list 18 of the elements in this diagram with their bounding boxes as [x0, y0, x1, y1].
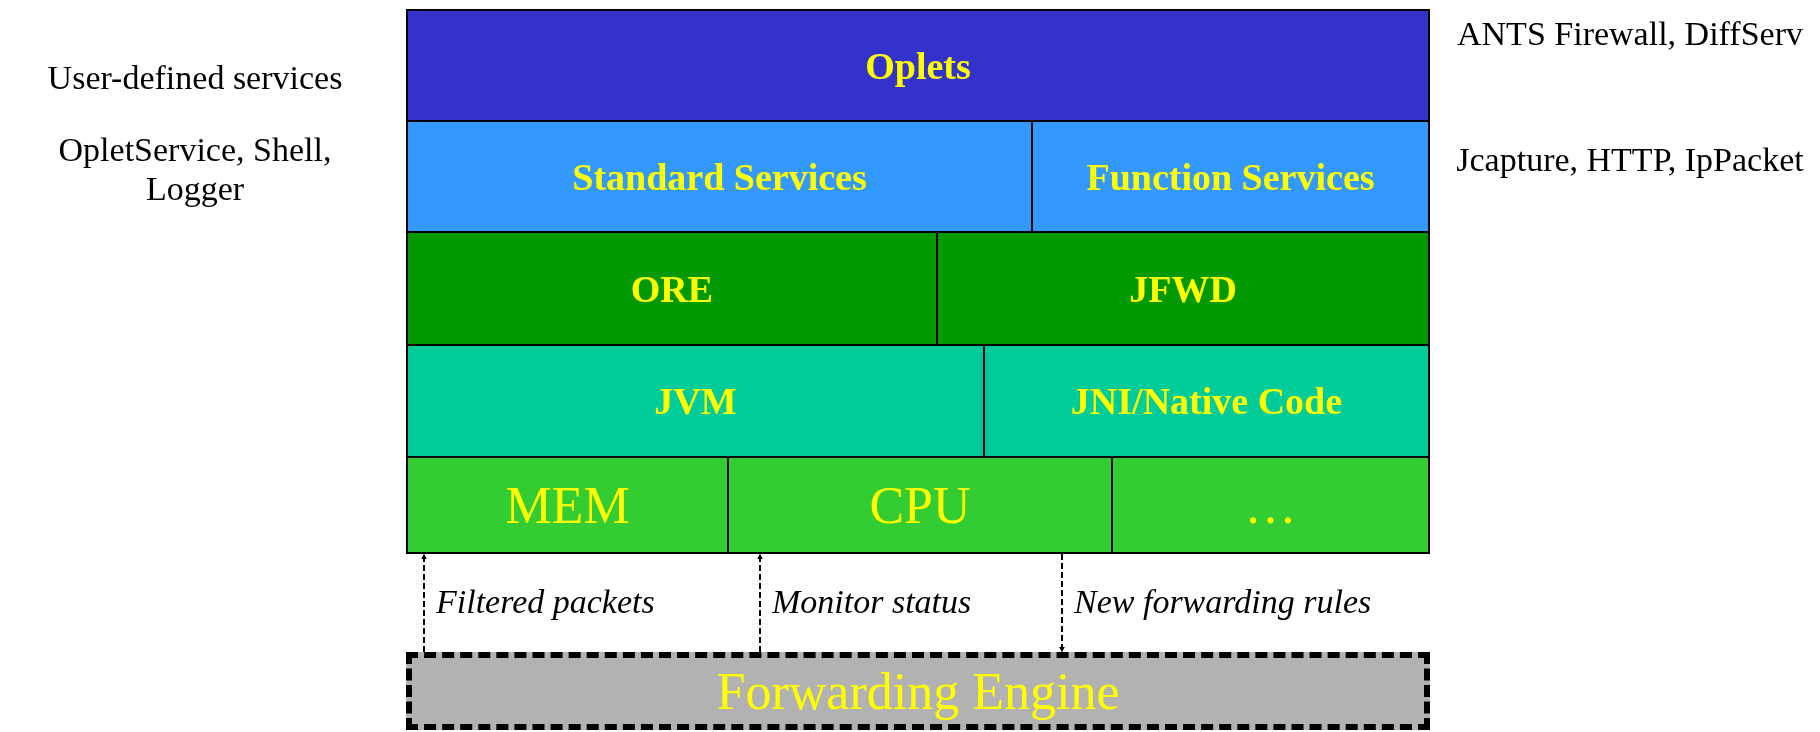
- layer-box: JVM: [406, 344, 985, 458]
- resource-box: MEM: [406, 456, 729, 554]
- side-note: ANTS Firewall, DiffServ: [1456, 14, 1804, 54]
- side-note: Jcapture, HTTP, IpPacket: [1455, 140, 1805, 180]
- arrow: [421, 553, 427, 653]
- resource-box: …: [1111, 456, 1430, 554]
- arrow: [1059, 553, 1065, 653]
- engine-box: Forwarding Engine: [406, 652, 1430, 730]
- side-note: User-defined services: [46, 58, 344, 98]
- layer-box: JNI/Native Code: [983, 344, 1430, 458]
- layer-box: Standard Services: [406, 120, 1033, 233]
- layer-box: Oplets: [406, 9, 1430, 122]
- resource-box: CPU: [727, 456, 1113, 554]
- arrow: [757, 553, 763, 653]
- layer-box: ORE: [406, 231, 938, 346]
- layer-box: Function Services: [1031, 120, 1430, 233]
- side-note: OpletService, Shell, Logger: [57, 130, 333, 209]
- layer-box: JFWD: [936, 231, 1430, 346]
